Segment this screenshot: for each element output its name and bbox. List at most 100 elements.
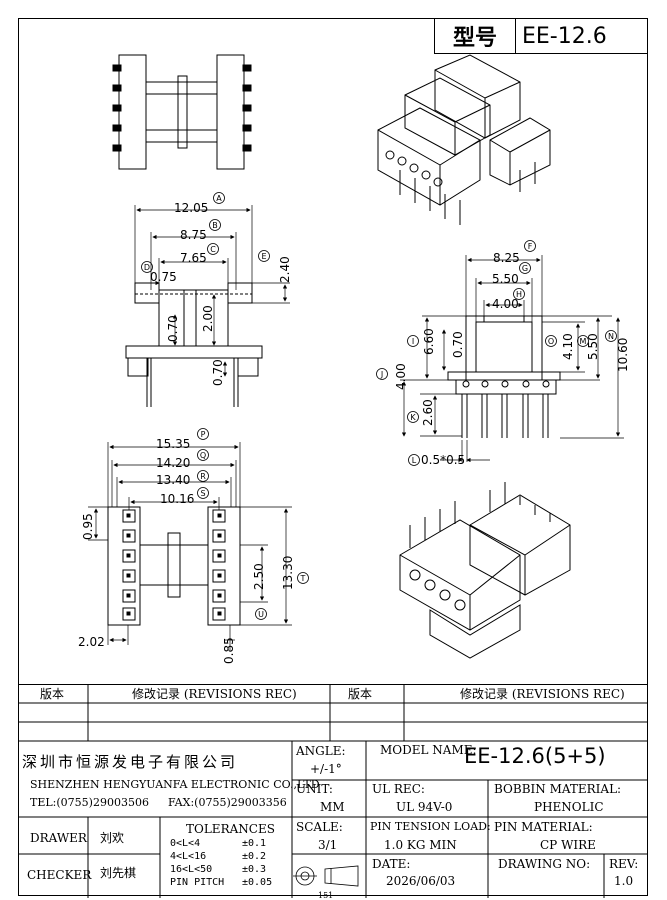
callout-I: I (412, 337, 414, 346)
angle-value: +/-1° (310, 762, 342, 776)
unit-value: MM (320, 800, 345, 814)
model-value: EE-12.6 (522, 23, 607, 49)
callout-Q: Q (200, 451, 206, 460)
dim-12-05: 12.05 (174, 201, 208, 215)
dim-2-50: 2.50 (252, 563, 266, 590)
bobbin-material-value: PHENOLIC (534, 800, 604, 814)
pin-tension-label: PIN TENSION LOAD: (370, 820, 491, 833)
callout-O: O (548, 337, 554, 346)
dim-5-50-a: 5.50 (492, 272, 519, 286)
company-name-en: SHENZHEN HENGYUANFA ELECTRONIC CO.,LTD (30, 778, 320, 791)
company-name-cn: 深圳市恒源发电子有限公司 (22, 753, 239, 771)
dim-2-00: 2.00 (201, 305, 215, 332)
dim-2-40: 2.40 (278, 256, 292, 283)
date-label: DATE: (372, 857, 411, 871)
callout-S: S (200, 489, 205, 498)
rev-col-version-2: 版本 (348, 687, 373, 701)
model-name-value: EE-12.6(5+5) (464, 744, 606, 768)
checker-value: 刘先棋 (100, 866, 137, 880)
dim-2-02: 2.02 (78, 635, 105, 649)
callout-R: R (200, 472, 206, 481)
tol-value-2: ±0.3 (242, 864, 267, 875)
dim-4-10: 4.10 (561, 333, 575, 360)
scale-value: 3/1 (318, 838, 338, 852)
tol-value-3: ±0.05 (242, 877, 273, 888)
dim-pin-section: 0.5*0.5 (421, 453, 465, 467)
callout-H: H (516, 290, 522, 299)
tolerances-title: TOLERANCES (186, 822, 275, 836)
company-tel: TEL:(0755)29003506 (30, 796, 149, 809)
bottom-view (107, 506, 241, 626)
technical-drawing: A B C D E F G H I J K L M N O P Q R S T … (78, 54, 630, 664)
dim-0-85: 0.85 (222, 637, 236, 664)
model-header: 型号 EE-12.6 (434, 18, 648, 54)
callout-K: K (410, 413, 416, 422)
drawer-label: DRAWER (30, 831, 87, 845)
footer-mark: 151 (318, 891, 334, 900)
dim-7-65: 7.65 (180, 251, 207, 265)
bobbin-material-label: BOBBIN MATERIAL: (494, 782, 622, 796)
rev-value: 1.0 (614, 874, 634, 888)
callout-U: U (258, 610, 264, 619)
callout-F: F (528, 242, 533, 251)
dim-0-70-a: 0.70 (166, 315, 180, 342)
dim-0-70-b: 0.70 (211, 359, 225, 386)
title-block-grid (18, 684, 648, 898)
dim-4-00-b: 4.00 (394, 363, 408, 390)
tol-range-2: 16<L<50 (170, 864, 213, 875)
drawing-frame (18, 18, 648, 896)
pin-material-value: CP WIRE (540, 838, 596, 852)
scale-label: SCALE: (296, 820, 343, 834)
callout-C: C (210, 245, 216, 254)
dim-8-25: 8.25 (493, 251, 520, 265)
checker-label: CHECKER (27, 868, 92, 882)
rev-col-record-1: 修改记录 (REVISIONS REC) (132, 687, 297, 701)
ul-value: UL 94V-0 (396, 800, 453, 814)
date-value: 2026/06/03 (386, 874, 456, 888)
tol-range-1: 4<L<16 (170, 851, 207, 862)
tol-value-0: ±0.1 (242, 838, 267, 849)
side-view (447, 315, 561, 438)
iso-view-bottom (399, 482, 571, 659)
dim-10-16: 10.16 (160, 492, 194, 506)
callout-T: T (300, 574, 306, 583)
front-view (125, 282, 263, 407)
dim-0-70-c: 0.70 (451, 331, 465, 358)
dim-15-35: 15.35 (156, 437, 190, 451)
ul-label: UL REC: (372, 782, 425, 796)
dim-0-95: 0.95 (81, 513, 95, 540)
callout-B: B (212, 221, 218, 230)
dim-0-75: 0.75 (150, 270, 177, 284)
callout-A: A (216, 194, 222, 203)
callout-D: D (144, 263, 150, 272)
company-fax: FAX:(0755)29003356 (168, 796, 287, 809)
callout-P: P (201, 430, 206, 439)
pin-material-label: PIN MATERIAL: (494, 820, 593, 834)
dim-4-00-a: 4.00 (492, 297, 519, 311)
dim-8-75: 8.75 (180, 228, 207, 242)
unit-label: UNIT: (296, 782, 333, 796)
rev-col-version-1: 版本 (40, 687, 65, 701)
tol-range-3: PIN PITCH (170, 877, 225, 888)
model-label: 型号 (435, 19, 516, 53)
dim-6-60: 6.60 (422, 328, 436, 355)
callout-E: E (261, 252, 266, 261)
dim-2-60: 2.60 (421, 399, 435, 426)
dim-5-50-b: 5.50 (586, 333, 600, 360)
top-view (112, 54, 252, 170)
drawer-value: 刘欢 (100, 831, 125, 845)
dim-14-20: 14.20 (156, 456, 190, 470)
callout-M: M (580, 337, 587, 346)
drawing-no-label: DRAWING NO: (498, 857, 591, 871)
dim-10-60: 10.60 (616, 338, 630, 372)
dim-13-30: 13.30 (281, 556, 295, 590)
callout-L: L (412, 456, 417, 465)
callout-G: G (522, 264, 528, 273)
rev-label: REV: (609, 857, 639, 871)
pin-tension-value: 1.0 KG MIN (384, 838, 457, 852)
iso-view-top (377, 54, 551, 225)
tol-range-0: 0<L<4 (170, 838, 201, 849)
model-name-label: MODEL NAME: (380, 743, 477, 757)
angle-label: ANGLE: (296, 744, 346, 758)
tol-value-1: ±0.2 (242, 851, 267, 862)
